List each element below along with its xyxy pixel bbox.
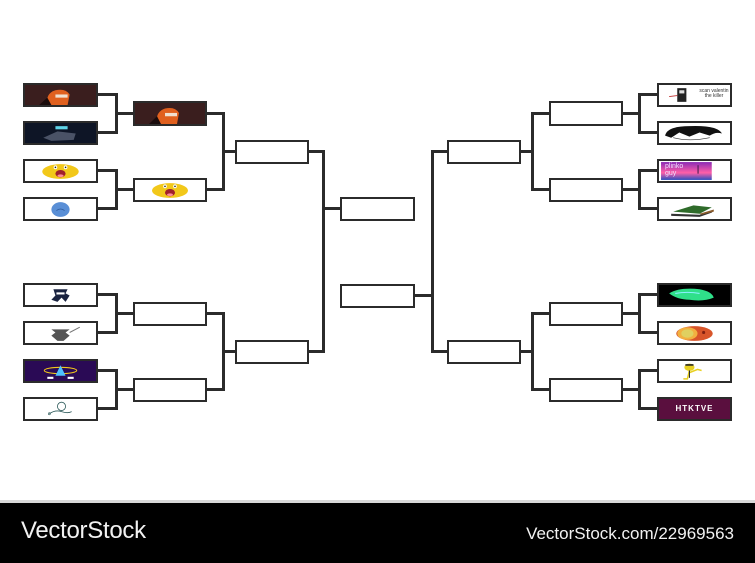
connector-line: [206, 188, 224, 191]
grey-silhouette-icon: [51, 326, 80, 341]
connector-line: [622, 112, 640, 115]
connector-line: [115, 312, 133, 315]
connector-line: [206, 112, 224, 115]
right-round2-slot-3[interactable]: [549, 302, 623, 326]
left-round2-slot-3[interactable]: [133, 302, 207, 326]
left-round1-slot-7[interactable]: [23, 359, 98, 383]
connector-line: [97, 331, 117, 334]
left-round1-slot-5[interactable]: [23, 283, 98, 307]
connector-line: [520, 150, 533, 153]
image-reference: VectorStock.com/22969563: [526, 524, 734, 543]
right-semifinal-slot-1[interactable]: [447, 140, 521, 164]
right-round2-slot-2[interactable]: [549, 178, 623, 202]
robot-head-icon: [25, 123, 96, 143]
pixel-character-icon: [669, 88, 687, 102]
right-round1-slot-3[interactable]: plinko guy: [657, 159, 732, 183]
connector-line: [638, 169, 657, 172]
doodle-figure-icon: [48, 401, 72, 416]
connector-line: [414, 294, 433, 297]
orange-haired-character-icon: [135, 103, 205, 124]
connector-line: [308, 350, 324, 353]
right-round1-slot-8[interactable]: HTKTVE: [657, 397, 732, 421]
left-semifinal-slot-2[interactable]: [235, 340, 309, 364]
cut-sphere-icon: [676, 326, 713, 341]
connector-line: [638, 93, 657, 96]
connector-line: [322, 150, 325, 353]
right-round1-slot-6[interactable]: [657, 321, 732, 345]
right-round1-slot-2[interactable]: [657, 121, 732, 145]
connector-line: [308, 150, 324, 153]
right-round1-slot-1[interactable]: scan valentin the killer: [657, 83, 732, 107]
connector-line: [97, 131, 117, 134]
entry-caption: scan valentin the killer: [699, 88, 729, 99]
connector-line: [431, 150, 447, 153]
blue-sad-blob-icon: [51, 202, 70, 217]
left-round2-slot-2[interactable]: [133, 178, 207, 202]
left-round1-slot-1[interactable]: [23, 83, 98, 107]
connector-line: [638, 407, 657, 410]
right-round1-slot-5[interactable]: [657, 283, 732, 307]
sketch-face-icon: [665, 126, 722, 141]
yellow-laughing-blob-icon: [152, 183, 188, 198]
cartoon-character-icon: [51, 289, 70, 302]
left-round1-slot-8[interactable]: [23, 397, 98, 421]
connector-line: [115, 112, 133, 115]
left-round1-slot-3[interactable]: [23, 159, 98, 183]
connector-line: [222, 150, 235, 153]
right-round2-slot-4[interactable]: [549, 378, 623, 402]
connector-line: [531, 312, 549, 315]
final-slot-1[interactable]: [340, 197, 415, 221]
connector-line: [97, 369, 117, 372]
left-round2-slot-4[interactable]: [133, 378, 207, 402]
connector-line: [638, 331, 657, 334]
connector-line: [222, 350, 235, 353]
green-glowing-creature-icon: [659, 285, 730, 305]
connector-line: [431, 150, 434, 353]
connector-line: [531, 112, 549, 115]
connector-line: [622, 388, 640, 391]
right-round1-slot-7[interactable]: [657, 359, 732, 383]
connector-line: [431, 350, 447, 353]
orange-haired-character-icon: [25, 85, 96, 105]
left-round1-slot-6[interactable]: [23, 321, 98, 345]
left-round2-slot-1[interactable]: [133, 101, 207, 126]
brand-name: VectorStock: [21, 517, 146, 544]
connector-line: [622, 312, 640, 315]
connector-line: [638, 293, 657, 296]
left-round1-slot-2[interactable]: [23, 121, 98, 145]
connector-line: [115, 188, 133, 191]
connector-line: [531, 388, 549, 391]
connector-line: [206, 388, 224, 391]
cosmic-creature-icon: [25, 361, 96, 381]
connector-line: [638, 369, 657, 372]
footer-separator: [0, 500, 755, 503]
right-semifinal-slot-2[interactable]: [447, 340, 521, 364]
yellow-laughing-blob-icon: [42, 164, 79, 179]
left-semifinal-slot-1[interactable]: [235, 140, 309, 164]
connector-line: [97, 293, 117, 296]
connector-line: [206, 312, 224, 315]
left-round1-slot-4[interactable]: [23, 197, 98, 221]
vaporwave-plinko-icon: [661, 162, 712, 180]
entry-caption: HTKTVE: [675, 404, 714, 413]
stacked-blocks-icon: [671, 205, 714, 217]
connector-line: [97, 93, 117, 96]
right-round1-slot-4[interactable]: [657, 197, 732, 221]
connector-line: [115, 388, 133, 391]
connector-line: [520, 350, 533, 353]
right-round2-slot-1[interactable]: [549, 101, 623, 126]
connector-line: [97, 207, 117, 210]
connector-line: [638, 207, 657, 210]
yellow-dancing-character-icon: [683, 363, 702, 380]
watermark-footer: VectorStock VectorStock.com/22969563: [0, 503, 755, 563]
entry-caption: plinko guy: [665, 163, 684, 177]
final-slot-2[interactable]: [340, 284, 415, 308]
tournament-bracket: scan valentin the killer plinko guy: [23, 83, 732, 421]
connector-line: [622, 188, 640, 191]
connector-line: [638, 131, 657, 134]
connector-line: [531, 188, 549, 191]
connector-line: [97, 169, 117, 172]
connector-line: [97, 407, 117, 410]
connector-line: [322, 207, 340, 210]
